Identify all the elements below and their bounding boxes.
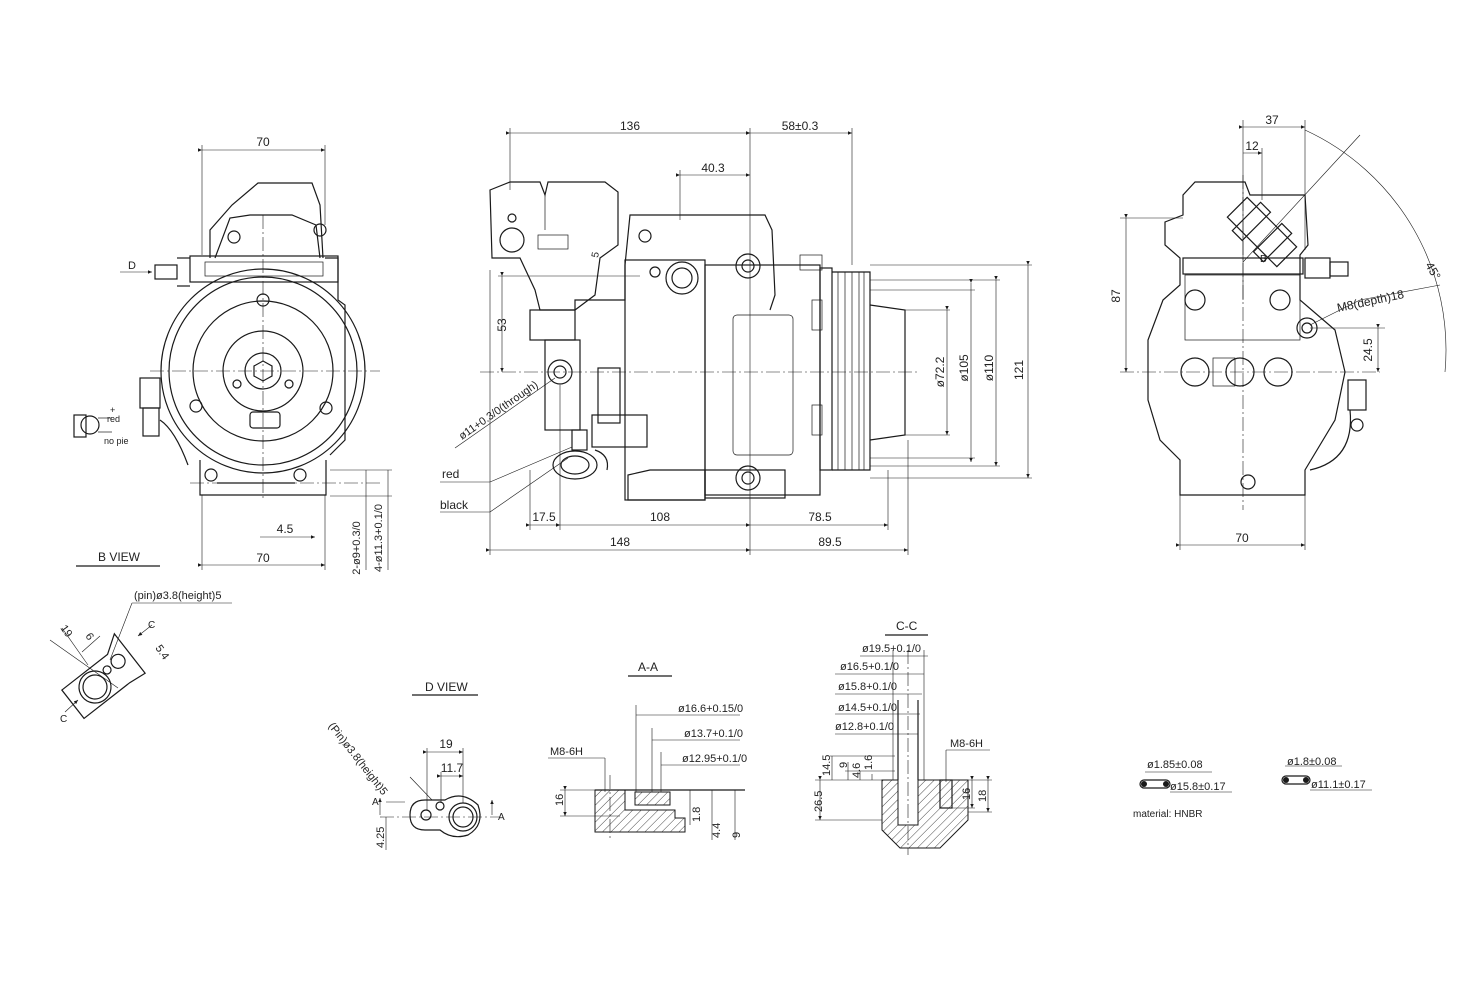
c-c-d2: ø16.5+0.1/0 (840, 661, 899, 673)
c-c-d3: ø15.8+0.1/0 (838, 681, 897, 693)
d-view-pin-label: (Pin)ø3.8(height)5 (326, 720, 390, 797)
b-view-pin-label: (pin)ø3.8(height)5 (134, 590, 221, 602)
a-a-dim-9: 9 (731, 832, 743, 838)
dim-58-label: 58±0.3 (782, 119, 819, 133)
a-a-dim-1-8: 1.8 (691, 807, 703, 822)
dim-phi72-label: ø72.2 (933, 356, 947, 387)
b-view-c-top: C (148, 620, 155, 631)
a-a-title: A-A (638, 660, 658, 674)
c-c-d4: ø14.5+0.1/0 (838, 702, 897, 714)
c-c-dim-9: 9 (838, 762, 850, 768)
o-rings: ø1.85±0.08 ø15.8±0.17 material: HNBR ø1.… (1133, 756, 1372, 820)
d-view-dim-4-25: 4.25 (375, 827, 387, 848)
d-view-dim-11-7: 11.7 (441, 761, 464, 775)
dim-37-label: 37 (1265, 113, 1279, 127)
b-view: B VIEW (pin)ø3.8(height)5 19 6 5.4 C C (49, 550, 232, 725)
oring2-cross-section: ø1.8±0.08 (1287, 756, 1336, 768)
dim-87-label: 87 (1109, 289, 1123, 303)
a-a-dim-4-4: 4.4 (711, 823, 723, 838)
oring1-cross-section: ø1.85±0.08 (1147, 759, 1203, 771)
front-width-bottom-label: 70 (256, 551, 270, 565)
dim-40-3-label: 40.3 (701, 161, 725, 175)
b-view-dim-19: 19 (58, 623, 75, 640)
dim-24-5-label: 24.5 (1361, 338, 1375, 362)
dim-12-label: 12 (1245, 139, 1259, 153)
dim-4-5-label: 4.5 (277, 522, 294, 536)
dim-phi110-label: ø110 (982, 354, 996, 381)
dim-17-5-label: 17.5 (532, 510, 556, 524)
dim-121-label: 121 (1012, 360, 1026, 380)
d-view-a-left: A (372, 797, 379, 808)
c-c-dim-1-6: 1.6 (863, 755, 875, 770)
dim-phi105-label: ø105 (957, 354, 971, 382)
d-view: D VIEW (Pin)ø3.8(height)5 19 11.7 4.25 A… (326, 680, 505, 850)
side-view: 136 58±0.3 40.3 5 (440, 119, 1032, 555)
d-view-a-right: A (498, 812, 505, 823)
leader-black-label: black (440, 498, 469, 512)
section-c-c: C-C ø19.5+0.1/0 ø16.5+0.1/0 ø15.8+0.1/0 … (813, 619, 992, 855)
rear-view: 37 12 45° B (1109, 113, 1447, 550)
a-a-dim-16: 16 (554, 794, 566, 806)
oring1-inner-diameter: ø15.8±0.17 (1170, 781, 1226, 793)
c-c-title: C-C (896, 619, 918, 633)
dim-45-label: 45° (1422, 260, 1443, 283)
dim-89-5-label: 89.5 (818, 535, 842, 549)
dim-108-label: 108 (650, 510, 670, 524)
dim-53-label: 53 (495, 318, 509, 332)
d-view-title: D VIEW (425, 680, 468, 694)
oring2-inner-diameter: ø11.1±0.17 (1311, 779, 1366, 791)
rear-b-marker: B (1260, 254, 1267, 265)
dim-136-label: 136 (620, 119, 640, 133)
c-c-dim-4-6: 4.6 (851, 763, 863, 778)
dim-5-label: 5 (590, 251, 602, 259)
b-view-c-bottom: C (60, 714, 67, 725)
b-view-title: B VIEW (98, 550, 141, 564)
c-c-d5: ø12.8+0.1/0 (835, 721, 894, 733)
a-a-d3: ø12.95+0.1/0 (682, 753, 747, 765)
c-c-dim-18: 18 (977, 790, 989, 802)
wire-plus-label: + (110, 405, 115, 415)
leader-red-label: red (442, 467, 459, 481)
front-view: 70 D (73, 135, 392, 575)
b-view-dim-5-4: 5.4 (153, 643, 172, 662)
a-a-d2: ø13.7+0.1/0 (684, 728, 743, 740)
c-c-dim-14-5: 14.5 (821, 755, 833, 776)
oring-material: material: HNBR (1133, 809, 1202, 820)
dim-148-label: 148 (610, 535, 630, 549)
a-a-d1: ø16.6+0.15/0 (678, 703, 743, 715)
dim-78-5-label: 78.5 (808, 510, 832, 524)
d-view-dim-19: 19 (439, 737, 453, 751)
c-c-dim-26-5: 26.5 (813, 791, 825, 812)
section-a-a: A-A ø16.6+0.15/0 ø13.7+0.1/0 ø12.95+0.1/… (548, 660, 747, 840)
wire-red-label: red (107, 414, 120, 424)
c-c-dim-16: 16 (961, 788, 973, 800)
hole-through-label: ø11+0.3/0(through) (457, 379, 541, 443)
a-a-m8: M8-6H (550, 746, 583, 758)
c-c-d1: ø19.5+0.1/0 (862, 643, 921, 655)
c-c-m8: M8-6H (950, 738, 983, 750)
dim-2-phi9-label: 2-ø9+0.3/0 (351, 521, 363, 575)
b-view-dim-6: 6 (83, 631, 96, 643)
d-view-marker: D (128, 260, 136, 272)
front-width-top-label: 70 (256, 135, 270, 149)
wire-no-pie-label: no pie (104, 436, 129, 446)
dim-m8-label: M8(depth)18 (1336, 287, 1406, 315)
rear-width-label: 70 (1235, 531, 1249, 545)
dim-4-phi11-label: 4-ø11.3+0.1/0 (373, 504, 385, 572)
